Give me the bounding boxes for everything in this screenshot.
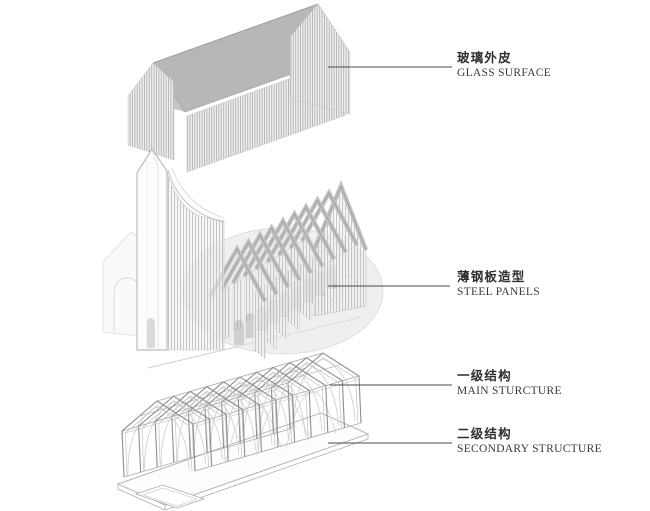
entry-steps [134,484,206,509]
frame-inner-arch [144,401,206,471]
base-slab-thickness [117,434,369,511]
frame-inner-arch [227,377,289,447]
label-main-structure-en: MAIN STURCTURE [457,385,562,397]
portal-frame [121,400,196,478]
glass-ridge-line [152,3,319,64]
panel-chevron-edge [267,213,323,267]
frame-inner-arch [293,358,356,428]
frame-inner-chord [274,361,342,434]
portal-frame [254,361,329,439]
panel-chevron-edge [232,234,289,288]
frame-inner-arch [276,363,339,432]
frame-inner-chord [125,405,193,478]
annotation-steel-panels: 薄钢板造型 STEEL PANELS [457,270,540,299]
portal-frame [237,366,312,444]
structure-drawing [116,352,370,511]
panel-chevron-edge [255,220,312,274]
glass-volume-drawing [127,3,351,173]
leader-lines [328,66,452,444]
frame-inner-arch [160,396,223,466]
label-secondary-structure-en: SECONDARY STRUCTURE [457,443,602,455]
label-steel-panels-zh: 薄钢板造型 [457,270,526,284]
label-main-structure-zh: 一级结构 [457,369,512,383]
frame-inner-chord [141,400,209,473]
frame-inner-chord [241,371,309,444]
steel-panel-slices [208,188,359,360]
frame-inner-arch [193,387,256,456]
label-glass-surface-zh: 玻璃外皮 [457,51,512,65]
portal-frame [270,357,345,434]
glass-gable-wall-left [127,62,175,161]
frame-inner-chord [158,395,226,468]
frame-inner-arch [210,382,273,452]
panel-chevron-edge [290,199,346,253]
frame-inner-arch [260,368,323,437]
annotation-glass-surface: 玻璃外皮 GLASS SURFACE [457,51,551,80]
annotation-main-structure: 一级结构 MAIN STURCTURE [457,369,562,398]
frame-inner-chord [174,390,243,463]
frame-inner-chord [257,366,326,439]
label-secondary-structure-zh: 二级结构 [457,427,512,441]
portal-frame [187,381,262,458]
portal-frame [287,352,362,430]
tower-door-shadow [147,318,155,348]
frame-inner-arch [127,406,190,476]
label-steel-panels-en: STEEL PANELS [457,286,540,298]
annotation-secondary-structure: 二级结构 SECONDARY STRUCTURE [457,427,602,456]
portal-frames [121,352,362,478]
frame-inner-arch [243,372,306,442]
panel-chevron-edge [278,206,335,260]
frame-inner-chord [191,385,259,458]
steel-panels-drawing [102,148,384,369]
portal-frame [138,395,213,473]
glass-gable-wall-right [289,3,351,115]
panel-arch-silhouette [234,320,244,345]
panel-chevron-edge [221,241,277,295]
panel-chevron-edge [244,227,300,281]
frame-inner-arch [177,392,240,461]
tower-back-striped-panel [166,171,225,351]
frame-inner-chord [224,376,292,449]
frame-inner-chord [208,381,276,454]
church-tower [136,148,225,351]
portal-frame [171,385,246,463]
frame-inner-chord [291,357,359,430]
portal-frame [154,390,229,468]
tower-spire [136,148,168,351]
panel-chevron-edge [301,192,358,246]
portal-frame [204,376,279,454]
portal-frame [221,371,296,449]
label-glass-surface-en: GLASS SURFACE [457,67,552,79]
panel-strip-left [232,279,242,332]
